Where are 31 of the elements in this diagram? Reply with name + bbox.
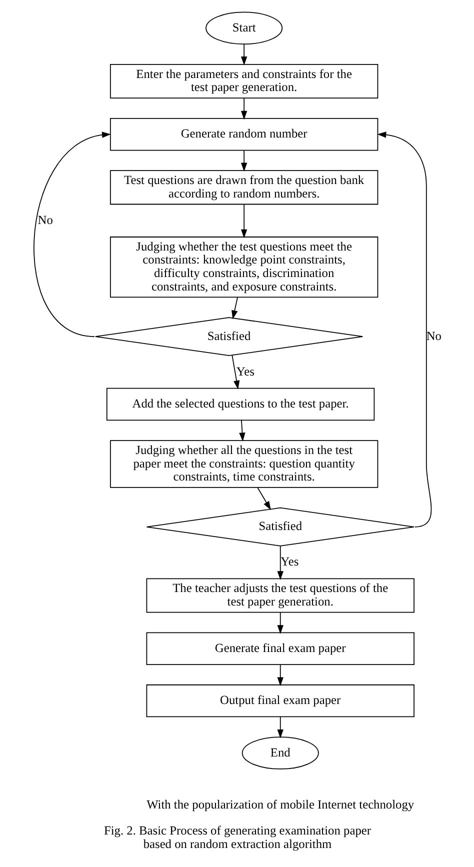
node-box: The teacher adjusts the test questions of the test paper generation.: [146, 578, 414, 613]
edge-label: No: [37, 212, 52, 227]
label: With the popularization of mobile Internet technology: [146, 798, 414, 812]
node-box: Judging whether all the questions in the test paper meet the constraints: question quantity constraints, time constraints.: [109, 440, 378, 488]
node-box: Judging whether the test questions meet the constraints: knowledge point constraints, difficulty constraints, discrimination constraints, and exposure constraints.: [109, 236, 378, 298]
arrow: [240, 98, 247, 120]
node-ellipse: Start: [205, 12, 282, 44]
arrow: [240, 150, 247, 172]
node-box: Add the selected questions to the test paper.: [106, 388, 374, 421]
node-box: Enter the parameters and constraints for the test paper generation.: [109, 64, 378, 98]
arrow: [33, 132, 110, 338]
node-box: Test questions are drawn from the question bank according to random numbers.: [109, 170, 378, 205]
arrow: [276, 546, 283, 580]
arrow: [276, 612, 283, 634]
arrow: [231, 297, 238, 320]
node-box: Generate final exam paper: [146, 632, 414, 665]
arrow: [240, 44, 247, 66]
arrow: [256, 487, 270, 510]
arrow: [231, 355, 240, 390]
node-box: Output final exam paper: [146, 684, 414, 718]
arrow: [376, 132, 432, 528]
arrow: [276, 716, 283, 738]
node-diamond: Satisfied: [94, 317, 363, 356]
arrow: [240, 204, 247, 238]
edge-label: Yes: [236, 364, 254, 378]
caption: Fig. 2. Basic Process of generating examination paper based on random extraction algorithm: [103, 824, 371, 851]
node-box: Generate random number: [109, 118, 378, 151]
arrow: [238, 420, 245, 442]
arrow: [276, 664, 283, 686]
node-ellipse: End: [241, 736, 318, 770]
node-diamond: Satisfied: [146, 507, 414, 546]
